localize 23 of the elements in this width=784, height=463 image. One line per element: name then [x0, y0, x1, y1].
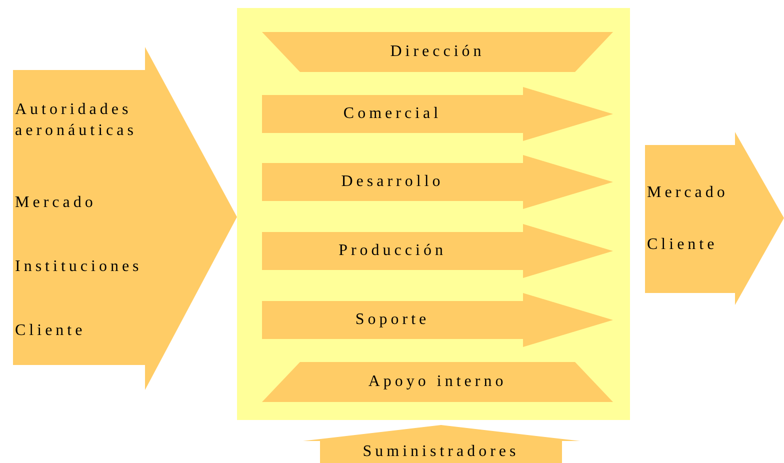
arrow-shape: [262, 155, 613, 209]
node-label: Producción: [338, 241, 448, 261]
node-label: Soporte: [354, 310, 431, 330]
arrow-shape: [262, 293, 613, 347]
arrow-shape: [13, 47, 237, 390]
arrow-shape: [262, 32, 613, 72]
arrow-shape: [262, 362, 613, 402]
function-panel: [237, 8, 630, 420]
arrow-shape: [262, 87, 613, 141]
node-label: Autoridades aeronáuticas: [15, 100, 138, 141]
node-label: Dirección: [389, 42, 486, 62]
node-label: Cliente: [15, 321, 87, 341]
node-label: Instituciones: [15, 257, 144, 277]
arrow-shape: [645, 132, 784, 305]
node-label: Mercado: [647, 183, 730, 203]
arrow-shape: [262, 224, 613, 278]
node-label: Apoyo interno: [367, 372, 508, 392]
node-label: Desarrollo: [340, 172, 445, 192]
node-label: Cliente: [647, 235, 719, 255]
node-label: Comercial: [342, 104, 443, 124]
node-label: Suministradores: [362, 442, 520, 462]
node-label: Mercado: [15, 193, 98, 213]
arrow-shape: [303, 425, 580, 463]
